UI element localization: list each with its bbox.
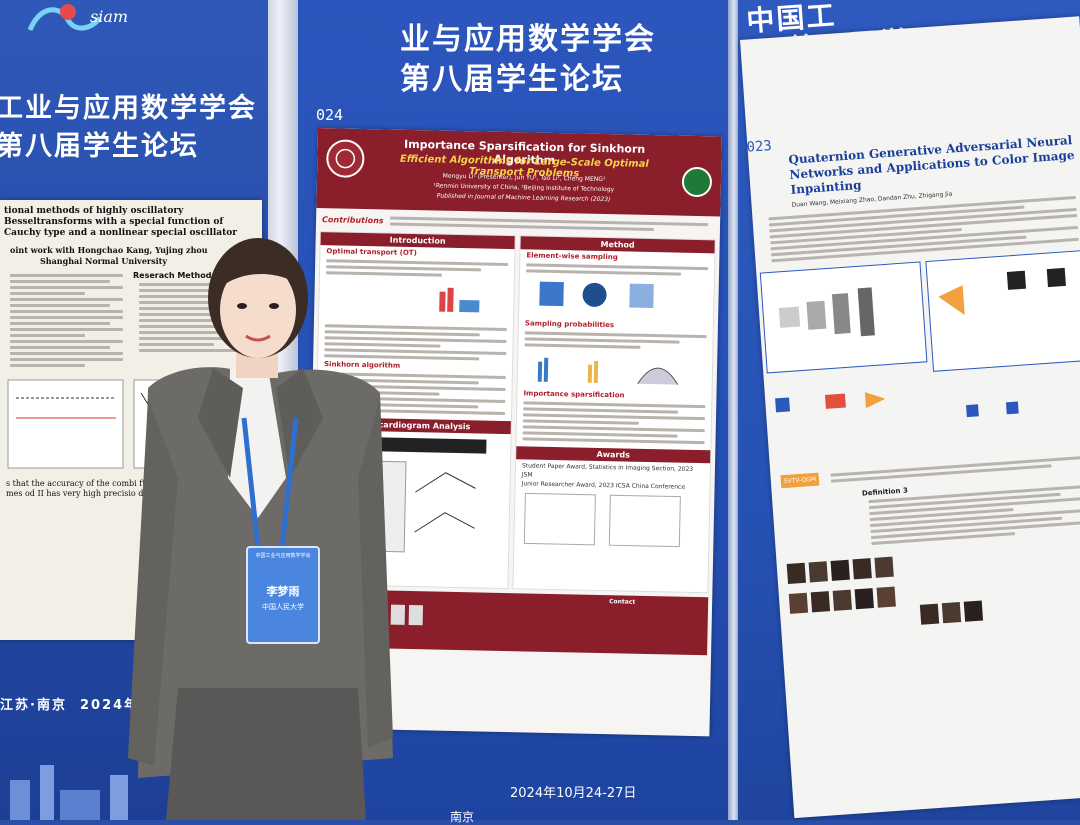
badge-header: 中国工业与应用数学学会 bbox=[255, 553, 311, 559]
society-logo: siam bbox=[27, 4, 128, 32]
sampling-bars bbox=[537, 357, 679, 385]
right-poster: 023 Quaternion Generative Adversarial Ne… bbox=[740, 16, 1080, 819]
university-seal bbox=[326, 139, 365, 178]
contact-heading: Contact bbox=[609, 598, 636, 606]
left-board-title-1: 工业与应用数学学会 bbox=[0, 93, 257, 124]
right-poster-number: 023 bbox=[745, 138, 773, 156]
center-poster-number: 024 bbox=[316, 106, 344, 124]
method-heading: Method bbox=[520, 236, 715, 254]
badge-name: 李梦雨 bbox=[266, 585, 300, 598]
center-poster-header: Importance Sparsification for Sinkhorn A… bbox=[316, 128, 722, 217]
left-poster-footer: s that the accuracy of the combi ft figu… bbox=[6, 479, 252, 498]
name-badge: 中国工业与应用数学学会 李梦雨 中国人民大学 bbox=[246, 546, 320, 644]
qgan-diagram bbox=[759, 250, 1080, 418]
board-frame-gap bbox=[728, 0, 740, 820]
awards-heading: Awards bbox=[516, 446, 711, 464]
svtv-qgm-label: SVTV-QGM bbox=[780, 472, 820, 489]
institute-seal bbox=[681, 166, 712, 197]
city-skyline bbox=[10, 765, 128, 820]
svg-text:siam: siam bbox=[90, 7, 128, 26]
center-board-title-2: 第八届学生论坛 bbox=[400, 62, 624, 97]
center-board-city: 南京 bbox=[450, 810, 475, 824]
research-methods-heading: Reserach Methods bbox=[133, 271, 217, 280]
badge-affiliation: 中国人民大学 bbox=[262, 603, 304, 611]
element-sampling-heading: Element-wise sampling bbox=[526, 251, 618, 262]
presenter-person bbox=[128, 238, 393, 820]
left-board-city: 江苏·南京 bbox=[0, 698, 67, 713]
importance-sparsification-heading: Importance sparsification bbox=[523, 389, 625, 400]
left-poster-authors: oint work with Hongchao Kang, Yujing zho… bbox=[10, 245, 208, 255]
center-board-date: 2024年10月24-27日 bbox=[510, 786, 637, 801]
left-poster-affiliation: Shanghai Normal University bbox=[40, 256, 168, 266]
sampling-illustration bbox=[539, 281, 654, 309]
center-board-title-1: 业与应用数学学会 bbox=[400, 22, 656, 57]
inpainting-results bbox=[786, 556, 984, 625]
ot-illustration bbox=[439, 287, 480, 313]
left-board-title-2: 第八届学生论坛 bbox=[0, 131, 199, 162]
sampling-prob-heading: Sampling probabilities bbox=[524, 319, 615, 330]
award-certificates bbox=[523, 492, 681, 548]
left-poster-title: tional methods of highly oscillatory Bes… bbox=[4, 206, 238, 238]
left-board-year: 2024年 bbox=[80, 698, 140, 713]
